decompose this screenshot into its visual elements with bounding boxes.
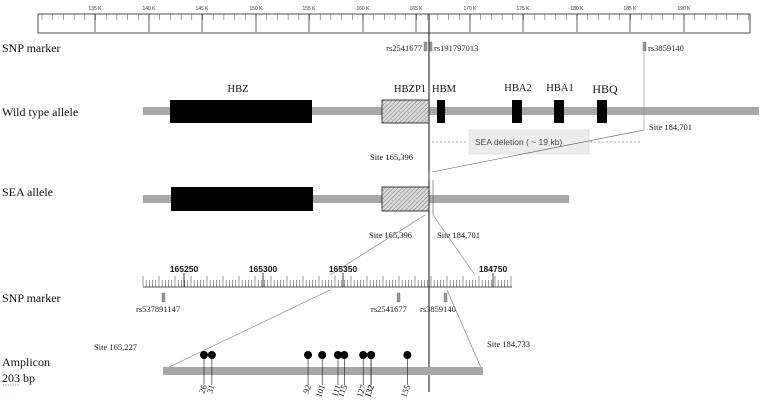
snp-marker-rs537891147 (161, 292, 166, 303)
sea-backbone (143, 195, 569, 203)
amplicon-variant-dot (304, 351, 313, 359)
site-165396-sea: Site 165,396 (369, 230, 412, 240)
gene-hbz (170, 100, 312, 123)
amplicon-position-label: 26 (197, 383, 209, 394)
top-tick-label: 150 K (249, 6, 263, 12)
sea-allele (143, 180, 569, 215)
top-tick-label: 175 K (516, 6, 530, 12)
top-ruler-frame (37, 13, 751, 34)
amplicon-position-label: 132 (362, 383, 376, 398)
snp-marker-label-top: SNP marker (2, 41, 61, 55)
site-165227: Site 165,227 (94, 342, 137, 352)
site-184733: Site 184,733 (487, 339, 530, 349)
gene-label-hbq: HBQ (592, 82, 618, 96)
funnel-right (432, 214, 476, 276)
amplicon-bar (163, 367, 483, 375)
site-165396-wt: Site 165,396 (370, 152, 413, 162)
sea-gene-hbz (171, 187, 313, 211)
zoom-tick-label: 165300 (249, 264, 278, 274)
wild-type-allele-label: Wild type allele (2, 105, 78, 119)
site-184701-wt: Site 184,701 (649, 122, 692, 132)
top-ruler-minor-ticks (41, 14, 749, 20)
site-184701-sea: Site 184,701 (437, 230, 480, 240)
top-ruler-major-ticks (94, 14, 685, 32)
zoom-snp-markers: rs537891147 rs2541677 rs3859140 (136, 292, 456, 314)
funnel-left (329, 214, 426, 276)
zoom-tick-label: 165350 (329, 264, 358, 274)
snp-label-rs3859140: rs3859140 (648, 43, 684, 53)
amplicon-length-label: 203 bp (2, 371, 35, 385)
sea-deletion-label: SEA deletion ( ~ 19 kb) (475, 137, 562, 147)
snp-label-rs537891147: rs537891147 (136, 304, 180, 314)
gene-hbq (597, 100, 607, 123)
top-ruler: 135 K 140 K 145 K 150 K 155 K 160 K 165 … (37, 6, 751, 34)
gene-hbzp1 (381, 99, 430, 124)
sea-deletion-box (468, 129, 590, 155)
top-tick-label: 140 K (142, 6, 156, 12)
wild-type-allele: HBZ HBZP1 HBM HBA2 HBA1 HBQ (143, 82, 759, 124)
snp-marker-rs2541677-zoom (396, 292, 401, 303)
amplicon-position-label: 155 (398, 383, 412, 398)
gene-label-hbm: HBM (432, 84, 457, 95)
amplicon-variant-dot (333, 351, 342, 359)
gene-hba2 (512, 100, 522, 123)
snp-marker-label-bottom: SNP marker (2, 291, 61, 305)
amplicon-variant-dot (367, 351, 376, 359)
sea-allele-label: SEA allele (2, 185, 53, 199)
top-tick-label: 160 K (356, 6, 370, 12)
sea-gene-hbzp1 (381, 186, 430, 212)
snp-label-rs2541677-zoom: rs2541677 (371, 304, 407, 314)
top-tick-label: 145 K (195, 6, 209, 12)
zoom-tick-label: 184750 (479, 264, 508, 274)
amplicon-funnel-right (446, 289, 483, 371)
gene-label-hbz: HBZ (228, 84, 249, 95)
gene-label-hba2: HBA2 (504, 83, 531, 94)
snp-label-rs2541677: rs2541677 (386, 43, 422, 53)
top-tick-label: 190 K (677, 6, 691, 12)
top-tick-label: 165 K (409, 6, 423, 12)
top-tick-label: 180 K (570, 6, 584, 12)
amplicon-position-label: 101 (313, 383, 327, 398)
top-tick-label: 185 K (623, 6, 637, 12)
amplicon-variant-dot (340, 351, 349, 359)
amplicon-position-label: 115 (336, 383, 350, 398)
amplicon-position-label: 132 (362, 383, 376, 398)
amplicon-position-label: 31 (204, 383, 216, 394)
amplicon-label: Amplicon (2, 355, 50, 369)
amplicon-position-label: 92 (301, 383, 313, 394)
snp-label-rs3859140-zoom: rs3859140 (420, 304, 456, 314)
snp-marker-rs2541677 (423, 41, 428, 52)
amplicon-variant-dot (359, 351, 368, 359)
amplicon-position-label: 127 (354, 383, 368, 398)
gene-hba1 (554, 100, 564, 123)
gene-label-hba1: HBA1 (546, 83, 573, 94)
snp-marker-rs3859140-zoom (443, 292, 448, 303)
amplicon-position-label: 111 (329, 383, 343, 398)
connector-deletion-right (431, 129, 645, 173)
top-snp-markers: rs2541677 rs191797013 rs3859140 (386, 41, 684, 53)
top-tick-label: 170 K (463, 6, 477, 12)
gene-hbm (437, 100, 445, 123)
top-tick-label: 135 K (88, 6, 102, 12)
amplicon-variant-dot (207, 351, 216, 359)
snp-label-rs191797013: rs191797013 (434, 43, 478, 53)
zoom-tick-label: 165250 (170, 264, 199, 274)
zoom-ruler: 165250 165300 165350 184750 (142, 264, 512, 288)
snp-marker-rs3859140 (642, 41, 647, 52)
amplicon-variant-dot (199, 351, 208, 359)
top-tick-label: 155 K (302, 6, 316, 12)
zoom-ruler-ticks (142, 273, 512, 287)
amplicon-variant-dot (318, 351, 327, 359)
amplicon-variant-dot (403, 351, 412, 359)
amplicon-funnel-left (162, 289, 331, 371)
gene-label-hbzp1: HBZP1 (394, 84, 426, 95)
wild-type-backbone (143, 107, 759, 115)
